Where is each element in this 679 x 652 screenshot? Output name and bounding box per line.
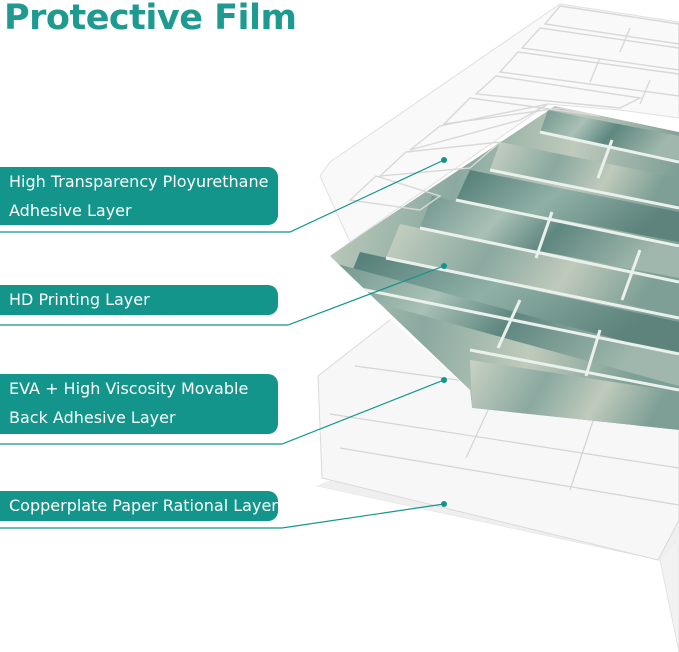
leader-line-hd-printing [0, 265, 445, 326]
label-protective-film-line-1: High Transparency Ployurethane [9, 172, 269, 191]
leader-dot-protective-film [441, 157, 447, 163]
label-copperplate-paper-line-1: Copperplate Paper Rational Layer [9, 496, 278, 515]
label-protective-film-line-2: Adhesive Layer [9, 201, 132, 220]
hd-printing-layer [324, 106, 679, 430]
label-eva-adhesive-line-1: EVA + High Viscosity Movable [9, 379, 249, 398]
page-title: Protective Film [4, 0, 297, 38]
label-hd-printing: HD Printing Layer [0, 285, 278, 315]
leader-dot-copperplate-paper [441, 501, 447, 507]
label-protective-film: High Transparency Ployurethane Adhesive … [0, 167, 278, 225]
label-hd-printing-line-1: HD Printing Layer [9, 290, 150, 309]
leader-line-eva-adhesive [0, 379, 445, 445]
label-copperplate-paper: Copperplate Paper Rational Layer [0, 491, 278, 521]
leader-dot-eva-adhesive [441, 377, 447, 383]
leader-line-protective-film [0, 159, 445, 233]
label-eva-adhesive: EVA + High Viscosity Movable Back Adhesi… [0, 374, 278, 434]
leader-dot-hd-printing [441, 263, 447, 269]
leader-line-copperplate-paper [0, 503, 445, 529]
protective-film-layer [319, 3, 679, 243]
label-eva-adhesive-line-2: Back Adhesive Layer [9, 408, 176, 427]
